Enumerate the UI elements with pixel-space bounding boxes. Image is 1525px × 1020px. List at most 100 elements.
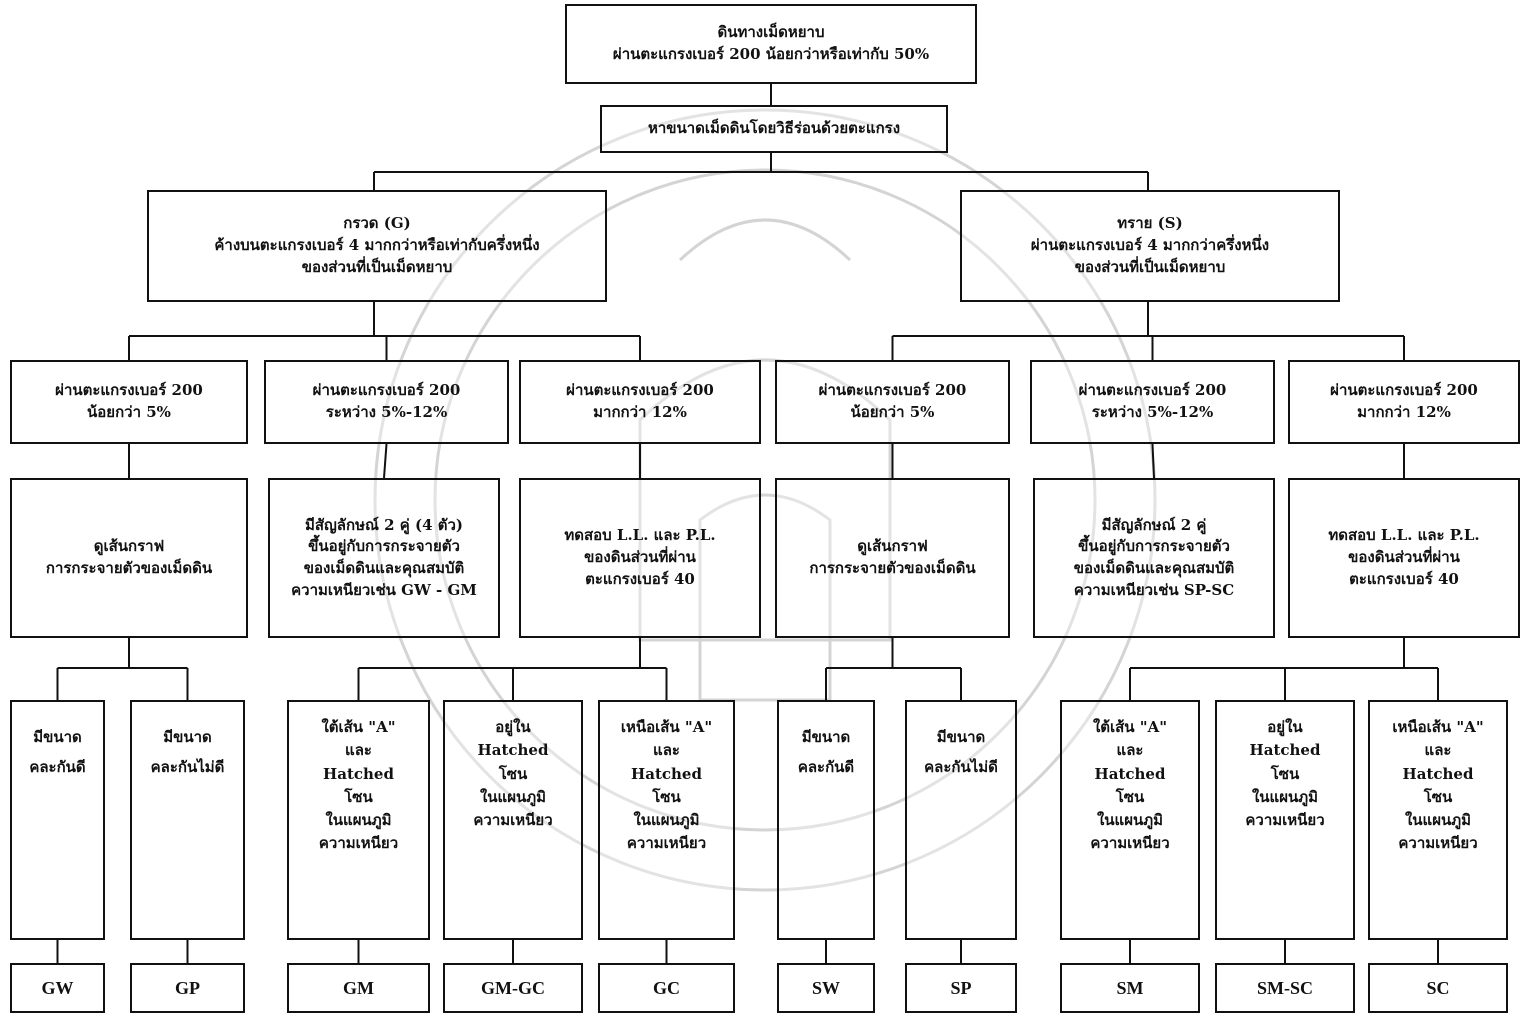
criteria-line: คละกันดี	[797, 758, 855, 776]
criteria-line: มีขนาด	[801, 728, 851, 746]
criteria-line: โซน	[1115, 787, 1145, 806]
fines-line: ผ่านตะแกรงเบอร์ 200	[1330, 381, 1478, 400]
sand-box: ทราย (S) ผ่านตะแกรงเบอร์ 4 มากกว่าครึ่งห…	[960, 190, 1340, 302]
criteria-line: ในแผนภูมิ	[479, 787, 547, 806]
fines-box-2: ผ่านตะแกรงเบอร์ 200 ระหว่าง 5%-12%	[264, 360, 509, 444]
fines-percent: น้อยกว่า 5%	[850, 403, 935, 421]
symbol-box-gw: GW	[10, 963, 105, 1013]
procedure-box-3: ทดสอบ L.L. และ P.L. ของดินส่วนที่ผ่านตะแก…	[519, 478, 761, 638]
criteria-line: ในแผนภูมิ	[633, 811, 700, 829]
criteria-line: คละกันไม่ดี	[150, 758, 225, 776]
root-box: ดินทางเม็ดหยาบ ผ่านตะแกรงเบอร์ 200 น้อยก…	[565, 4, 977, 84]
procedure-box-6: ทดสอบ L.L. และ P.L. ของดินส่วนที่ผ่านตะแก…	[1288, 478, 1520, 638]
criteria-line: Hatched	[477, 741, 549, 760]
sieve-analysis-box: หาขนาดเม็ดดินโดยวิธีร่อนด้วยตะแกรง	[600, 105, 948, 153]
criteria-line: ความเหนียว	[473, 811, 553, 829]
symbol-box-sc: SC	[1368, 963, 1508, 1013]
group-symbol: SM-SC	[1256, 977, 1313, 998]
fines-percent: มากกว่า 12%	[593, 403, 687, 421]
symbol-box-gc: GC	[598, 963, 735, 1013]
criteria-line: ใต้เส้น "A"	[1092, 718, 1168, 736]
criteria-line: ในแผนภูมิ	[1096, 811, 1164, 829]
criteria-line: มีขนาด	[936, 728, 986, 746]
criteria-line: คละกันดี	[29, 758, 86, 776]
fines-line: ผ่านตะแกรงเบอร์ 200	[55, 381, 203, 400]
criteria-line: Hatched	[323, 764, 394, 783]
group-symbol: GC	[653, 977, 680, 998]
criteria-line: เหนือเส้น "A"	[620, 718, 713, 736]
criteria-line: ความเหนียว	[1398, 834, 1478, 853]
criteria-line: Hatched	[1402, 764, 1474, 783]
criteria-line: และ	[1116, 741, 1144, 760]
procedure-line: ของดินส่วนที่ผ่าน	[1348, 548, 1460, 567]
procedure-line: มีสัญลักษณ์ 2 คู่	[1101, 515, 1207, 534]
criteria-line: โซน	[498, 764, 528, 783]
group-symbol: GM	[343, 977, 374, 998]
procedure-line: ตะแกรงเบอร์ 40	[585, 569, 695, 588]
criteria-line: มีขนาด	[163, 728, 212, 746]
procedure-box-5: มีสัญลักษณ์ 2 คู่ขึ้นอยู่กับการกระจายตัว…	[1033, 478, 1275, 638]
procedure-line: การกระจายตัวของเม็ดดิน	[809, 559, 976, 577]
gravel-criterion-cont: ของส่วนที่เป็นเม็ดหยาบ	[301, 257, 453, 276]
fines-line: ผ่านตะแกรงเบอร์ 200	[1078, 381, 1227, 400]
group-symbol: GM-GC	[481, 977, 545, 998]
procedure-box-4: ดูเส้นกราฟการกระจายตัวของเม็ดดิน	[775, 478, 1010, 638]
procedure-line: ทดสอบ L.L. และ P.L.	[1328, 526, 1480, 545]
criteria-line: ในแผนภูมิ	[1251, 787, 1319, 806]
criteria-line: มีขนาด	[33, 728, 82, 746]
symbol-box-gm-gc: GM-GC	[443, 963, 583, 1013]
fines-percent: ระหว่าง 5%-12%	[325, 403, 448, 421]
gravel-box: กรวด (G) ค้างบนตะแกรงเบอร์ 4 มากกว่าหรือ…	[147, 190, 607, 302]
root-criterion: ผ่านตะแกรงเบอร์ 200 น้อยกว่าหรือเท่ากับ …	[612, 45, 930, 63]
procedure-line: ของเม็ดดินและคุณสมบัติ	[303, 559, 465, 577]
criteria-line: ความเหนียว	[626, 834, 707, 853]
criteria-line: Hatched	[1094, 764, 1166, 783]
symbol-box-sw: SW	[777, 963, 875, 1013]
fines-box-1: ผ่านตะแกรงเบอร์ 200 น้อยกว่า 5%	[10, 360, 248, 444]
criteria-box-7: มีขนาดคละกันไม่ดี	[905, 700, 1017, 940]
criteria-line: เหนือเส้น "A"	[1392, 718, 1484, 736]
criteria-line: และ	[345, 741, 372, 760]
fines-percent: มากกว่า 12%	[1357, 403, 1451, 421]
fines-line: ผ่านตะแกรงเบอร์ 200	[312, 381, 461, 400]
group-symbol: GP	[175, 977, 200, 998]
criteria-line: โซน	[1270, 764, 1300, 783]
procedure-line: มีสัญลักษณ์ 2 คู่ (4 ตัว)	[304, 515, 464, 534]
criteria-line: โซน	[1423, 787, 1453, 806]
criteria-box-6: มีขนาดคละกันดี	[777, 700, 875, 940]
procedure-line: ตะแกรงเบอร์ 40	[1349, 569, 1459, 588]
fines-box-3: ผ่านตะแกรงเบอร์ 200 มากกว่า 12%	[519, 360, 761, 444]
criteria-line: ความเหนียว	[1245, 811, 1325, 829]
procedure-line: ของเม็ดดินและคุณสมบัติ	[1073, 559, 1235, 577]
group-symbol: SW	[811, 977, 840, 998]
procedure-line: ความเหนียวเช่น GW - GM	[291, 580, 477, 599]
procedure-box-1: ดูเส้นกราฟการกระจายตัวของเม็ดดิน	[10, 478, 248, 638]
fines-line: ผ่านตะแกรงเบอร์ 200	[566, 381, 714, 400]
procedure-line: ทดสอบ L.L. และ P.L.	[564, 526, 716, 545]
procedure-line: ความเหนียวเช่น SP-SC	[1073, 580, 1235, 599]
criteria-line: โซน	[652, 787, 681, 806]
procedure-line: ดูเส้นกราฟ	[93, 537, 165, 556]
fines-percent: น้อยกว่า 5%	[87, 403, 171, 421]
procedure-line: ขึ้นอยู่กับการกระจายตัว	[1078, 537, 1230, 556]
sand-criterion: ผ่านตะแกรงเบอร์ 4 มากกว่าครึ่งหนึ่ง	[1030, 236, 1270, 255]
criteria-box-2: มีขนาดคละกันไม่ดี	[130, 700, 245, 940]
sieve-analysis-text: หาขนาดเม็ดดินโดยวิธีร่อนด้วยตะแกรง	[647, 119, 901, 138]
symbol-box-gp: GP	[130, 963, 245, 1013]
procedure-line: ของดินส่วนที่ผ่าน	[584, 548, 696, 567]
procedure-box-2: มีสัญลักษณ์ 2 คู่ (4 ตัว)ขึ้นอยู่กับการก…	[268, 478, 500, 638]
sand-criterion-cont: ของส่วนที่เป็นเม็ดหยาบ	[1074, 257, 1226, 276]
criteria-line: ในแผนภูมิ	[1404, 811, 1472, 829]
symbol-box-gm: GM	[287, 963, 430, 1013]
fines-box-6: ผ่านตะแกรงเบอร์ 200 มากกว่า 12%	[1288, 360, 1520, 444]
criteria-line: ในแผนภูมิ	[325, 811, 392, 829]
root-title: ดินทางเม็ดหยาบ	[717, 23, 825, 42]
procedure-line: ดูเส้นกราฟ	[857, 537, 928, 556]
